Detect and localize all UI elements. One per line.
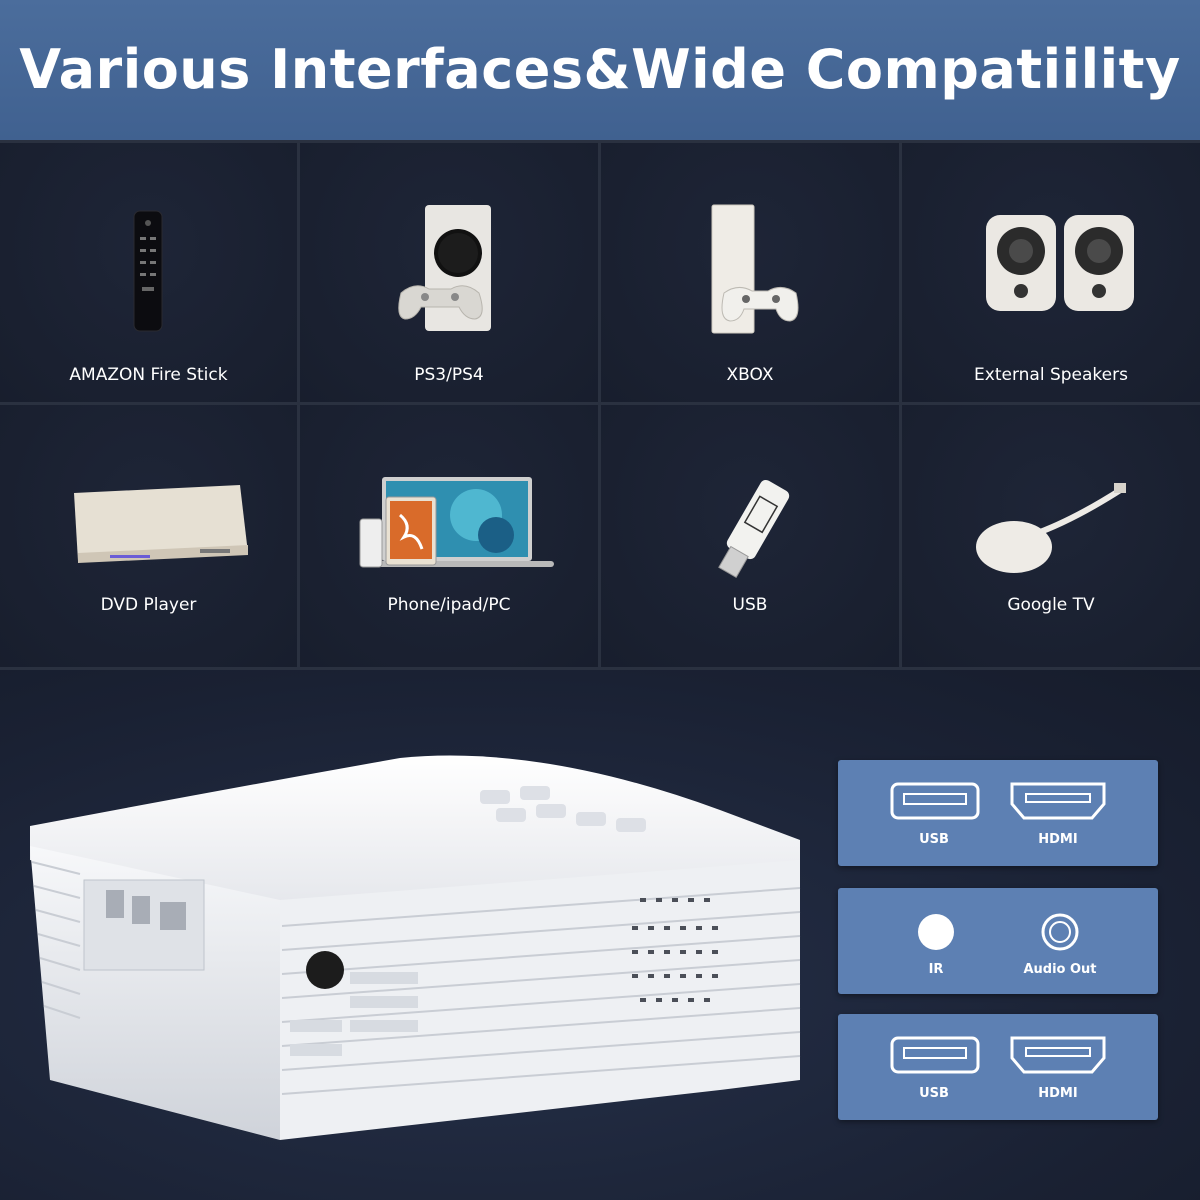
laptop-icon <box>359 477 554 568</box>
chromecast-icon <box>976 483 1126 573</box>
remote-control-icon <box>133 210 163 332</box>
port-panel-usb-hdmi: USB HDMI <box>838 760 1158 866</box>
device-cell-laptop: Phone/ipad/PC <box>300 405 598 667</box>
device-label: XBOX <box>726 365 774 385</box>
port-panel-usb-hdmi: USB HDMI <box>838 1014 1158 1120</box>
device-label: PS3/PS4 <box>414 365 484 385</box>
device-cell-google-tv: Google TV <box>902 405 1200 667</box>
device-cell-speakers: External Speakers <box>902 143 1200 402</box>
usb-port-icon <box>890 782 980 820</box>
device-label: AMAZON Fire Stick <box>69 365 228 385</box>
audio-out-port-icon <box>1041 913 1079 951</box>
usb-port-icon <box>890 1036 980 1074</box>
dvd-player-icon <box>74 485 248 563</box>
port-label: Audio Out <box>1023 962 1097 977</box>
device-cell-usb: USB <box>601 405 899 667</box>
hdmi-port-icon <box>1010 1036 1106 1074</box>
port-label: USB <box>919 1086 949 1101</box>
device-label: Phone/ipad/PC <box>387 595 511 615</box>
device-grid: AMAZON Fire Stick PS3/PS4 XBOX E <box>0 140 1200 670</box>
title-banner <box>0 0 1200 140</box>
hdmi-port-icon <box>1010 782 1106 820</box>
port-panel-ir-audio: IR Audio Out <box>838 888 1158 994</box>
usb-drive-icon <box>718 479 790 579</box>
port-label: HDMI <box>1038 1086 1078 1101</box>
device-cell-fire-stick: AMAZON Fire Stick <box>0 143 297 402</box>
game-console-icon <box>398 205 491 331</box>
port-label: IR <box>928 962 944 977</box>
page-title: Various Interfaces&Wide Compatiility <box>19 38 1181 101</box>
ir-sensor-icon <box>918 914 954 950</box>
device-label: USB <box>732 595 768 615</box>
projector-illustration <box>30 755 801 1140</box>
device-cell-ps: PS3/PS4 <box>300 143 598 402</box>
device-cell-dvd: DVD Player <box>0 405 297 667</box>
game-console-icon <box>711 204 799 334</box>
device-label: External Speakers <box>974 365 1128 385</box>
device-label: DVD Player <box>100 595 197 615</box>
speakers-icon <box>986 215 1134 311</box>
device-cell-xbox: XBOX <box>601 143 899 402</box>
port-label: HDMI <box>1038 832 1078 847</box>
device-label: Google TV <box>1007 595 1095 615</box>
projector-section: USB HDMI IR Audio Out USB HDMI <box>0 670 1200 1200</box>
port-label: USB <box>919 832 949 847</box>
